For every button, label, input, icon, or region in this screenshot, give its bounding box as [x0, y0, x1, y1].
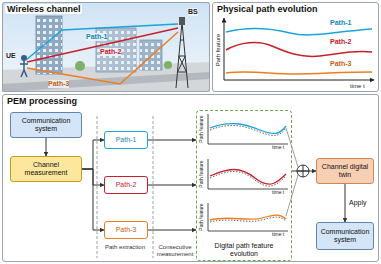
measured-curve [210, 126, 286, 136]
panel-title: Wireless channel [5, 4, 82, 14]
flow-arrow [82, 140, 104, 169]
user-body [20, 61, 28, 77]
flow-arrow [345, 184, 346, 222]
device-label: UE [6, 52, 16, 60]
system-box: Communication system [10, 112, 82, 138]
x-axis [224, 80, 374, 81]
edge-label: Apply [348, 199, 368, 207]
tree [75, 61, 85, 71]
building-windows [36, 16, 62, 74]
mini-axes [208, 114, 288, 144]
twin-box: Channel digital twin [316, 158, 374, 184]
flow-arrow [46, 138, 47, 156]
evolution-group: Digital path feature evolution [196, 110, 292, 261]
path-label: Path-1 [86, 33, 107, 41]
box-text: Channel measurement [14, 161, 78, 177]
path-box: Path-1 [104, 131, 148, 149]
merge-line [286, 128, 298, 216]
sky-ground [2, 2, 210, 92]
stage-divider [97, 116, 153, 258]
stage-label: Path extraction [99, 244, 151, 251]
device-label: BS [188, 8, 198, 16]
feature-curve [226, 28, 372, 35]
mini-axes [208, 159, 288, 189]
flow-arrow [148, 140, 196, 141]
scene-panel: Wireless channel [2, 2, 210, 92]
flow-arrow [82, 169, 104, 230]
box-text: Path-2 [116, 181, 137, 189]
axis-label: Path feature [215, 34, 222, 67]
building-windows [140, 40, 162, 70]
flow-arrow [148, 230, 196, 231]
curve-label: Path-3 [330, 60, 351, 68]
axis-label: Path feature [199, 115, 205, 142]
axis-label: Path feature [199, 203, 205, 230]
tree [164, 61, 172, 69]
axis-label: time t [272, 145, 284, 151]
box-text: Communication system [320, 228, 370, 244]
path-ray [27, 28, 178, 62]
flow-arrow [292, 171, 316, 172]
process-ground [2, 94, 379, 262]
axis-label: time t [350, 83, 365, 90]
stage-label: Consecutive measurement [155, 244, 195, 257]
axis-label: time t [272, 232, 284, 238]
building [36, 16, 62, 74]
path-ray [26, 24, 178, 60]
box-text: Communication system [14, 117, 78, 133]
digital-curve [210, 215, 286, 220]
building [140, 40, 162, 70]
digital-curve [210, 170, 286, 185]
box-text: Path-1 [116, 136, 137, 144]
path-box: Path-2 [104, 176, 148, 194]
system-box: Communication system [316, 222, 374, 250]
feature-curve [226, 72, 372, 74]
chart-panel: Physical path evolution [212, 2, 379, 92]
antenna [179, 17, 185, 25]
panel-title: PEM processing [5, 96, 79, 106]
y-axis [224, 18, 225, 80]
process-panel: PEM processingCommunication systemChanne… [2, 94, 379, 262]
curve-label: Path-2 [330, 38, 351, 46]
axis-label: time t [272, 190, 284, 196]
measurement-box: Channel measurement [10, 156, 82, 182]
path-label: Path-2 [100, 48, 121, 56]
panel-title: Physical path evolution [215, 4, 320, 14]
flow-arrow [148, 185, 196, 186]
box-text: Digital path feature evolution [201, 242, 287, 258]
digital-curve [210, 124, 286, 134]
box-text: Path-3 [116, 226, 137, 234]
path-ray [27, 32, 178, 84]
measured-curve [210, 172, 286, 187]
measured-curve [210, 217, 286, 222]
mini-axes [208, 203, 288, 231]
path-label: Path-3 [48, 80, 69, 88]
path-box: Path-3 [104, 221, 148, 239]
chart-ground [212, 2, 379, 92]
curve-label: Path-1 [330, 19, 351, 27]
box-text: Channel digital twin [320, 163, 370, 179]
axis-label: Path feature [199, 160, 205, 187]
